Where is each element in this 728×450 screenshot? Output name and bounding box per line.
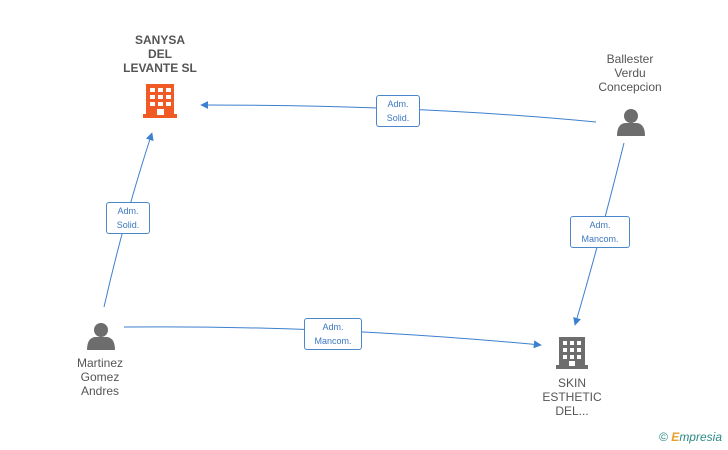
person-name-martinez[interactable]: Martinez Gomez Andres xyxy=(76,356,123,398)
edge-label-ballester-sanysa: Adm. Solid. xyxy=(376,95,420,127)
brand-initial: E xyxy=(671,430,680,444)
building-icon[interactable] xyxy=(143,84,177,118)
empresia-watermark: © Empresia xyxy=(659,430,722,444)
edge-label-martinez-skin: Adm. Mancom. xyxy=(304,318,362,350)
person-icon[interactable] xyxy=(87,323,115,350)
edge-label-ballester-skin: Adm. Mancom. xyxy=(570,216,630,248)
edge-label-martinez-sanysa: Adm. Solid. xyxy=(106,202,150,234)
building-icon[interactable] xyxy=(556,337,588,369)
company-name-skin[interactable]: SKIN ESTHETIC DEL... xyxy=(542,376,602,418)
brand-rest: mpresia xyxy=(679,430,722,444)
person-icon[interactable] xyxy=(617,109,645,136)
company-name-sanysa[interactable]: SANYSA DEL LEVANTE SL xyxy=(123,33,197,75)
copyright-icon: © xyxy=(659,430,668,444)
person-name-ballester[interactable]: Ballester Verdu Concepcion xyxy=(598,52,662,94)
